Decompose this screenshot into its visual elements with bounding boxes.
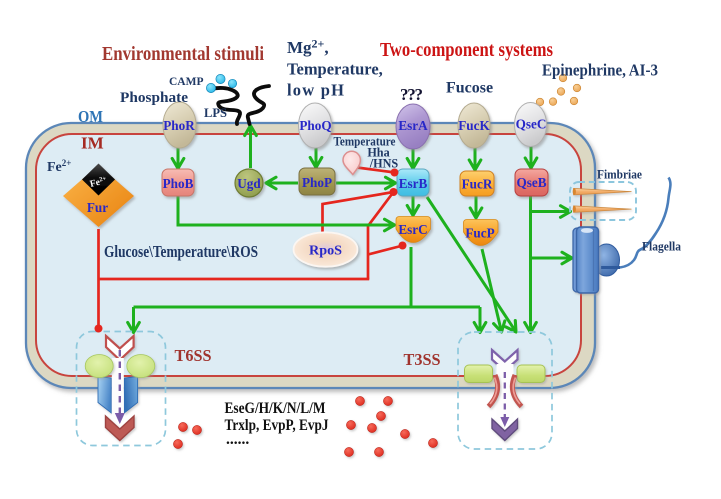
svg-text:Hha: Hha bbox=[367, 146, 389, 160]
svg-text:EsrC: EsrC bbox=[398, 222, 427, 237]
svg-text:PhoP: PhoP bbox=[302, 175, 332, 190]
svg-text:Environmental stimuli: Environmental stimuli bbox=[102, 43, 264, 65]
svg-text:Flagella: Flagella bbox=[642, 240, 682, 254]
svg-text:Temperature,: Temperature, bbox=[287, 60, 383, 79]
svg-text:FucP: FucP bbox=[465, 226, 494, 241]
svg-text:EsrA: EsrA bbox=[398, 118, 428, 133]
svg-text:Ugd: Ugd bbox=[237, 176, 261, 191]
svg-text:Glucose\Temperature\ROS: Glucose\Temperature\ROS bbox=[104, 242, 258, 261]
svg-text:Fucose: Fucose bbox=[446, 80, 493, 97]
svg-text:Fimbriae: Fimbriae bbox=[597, 168, 642, 182]
svg-text:FucR: FucR bbox=[462, 177, 493, 192]
svg-text:Two-component systems: Two-component systems bbox=[380, 39, 553, 61]
svg-text:/HNS: /HNS bbox=[369, 157, 399, 171]
svg-text:EseG/H/K/N/L/M: EseG/H/K/N/L/M bbox=[225, 400, 326, 417]
svg-text:PhoQ: PhoQ bbox=[299, 118, 331, 133]
svg-text:PhoB: PhoB bbox=[163, 176, 194, 191]
svg-text:T6SS: T6SS bbox=[175, 346, 212, 365]
svg-text:......: ...... bbox=[226, 431, 249, 448]
svg-text:???: ??? bbox=[400, 85, 423, 104]
svg-text:QseB: QseB bbox=[516, 175, 546, 190]
svg-text:Phosphate: Phosphate bbox=[120, 90, 188, 106]
svg-text:IM: IM bbox=[81, 134, 104, 153]
svg-text:Fur: Fur bbox=[87, 200, 108, 215]
svg-text:CAMP: CAMP bbox=[169, 76, 204, 88]
svg-text:QseC: QseC bbox=[516, 117, 547, 132]
svg-text:EsrB: EsrB bbox=[399, 176, 428, 191]
svg-text:Epinephrine, AI-3: Epinephrine, AI-3 bbox=[542, 61, 658, 80]
svg-text:Trxlp, EvpP, EvpJ: Trxlp, EvpP, EvpJ bbox=[225, 417, 329, 434]
svg-text:low pH: low pH bbox=[287, 81, 344, 100]
svg-text:T3SS: T3SS bbox=[404, 350, 441, 369]
svg-text:RpoS: RpoS bbox=[309, 244, 342, 259]
svg-text:LPS: LPS bbox=[204, 106, 227, 120]
svg-text:Temperature: Temperature bbox=[334, 135, 397, 149]
svg-text:OM: OM bbox=[78, 107, 103, 126]
svg-text:PhoR: PhoR bbox=[163, 118, 195, 133]
svg-text:Mg2+,: Mg2+, bbox=[287, 37, 329, 58]
svg-text:FucK: FucK bbox=[458, 118, 490, 133]
